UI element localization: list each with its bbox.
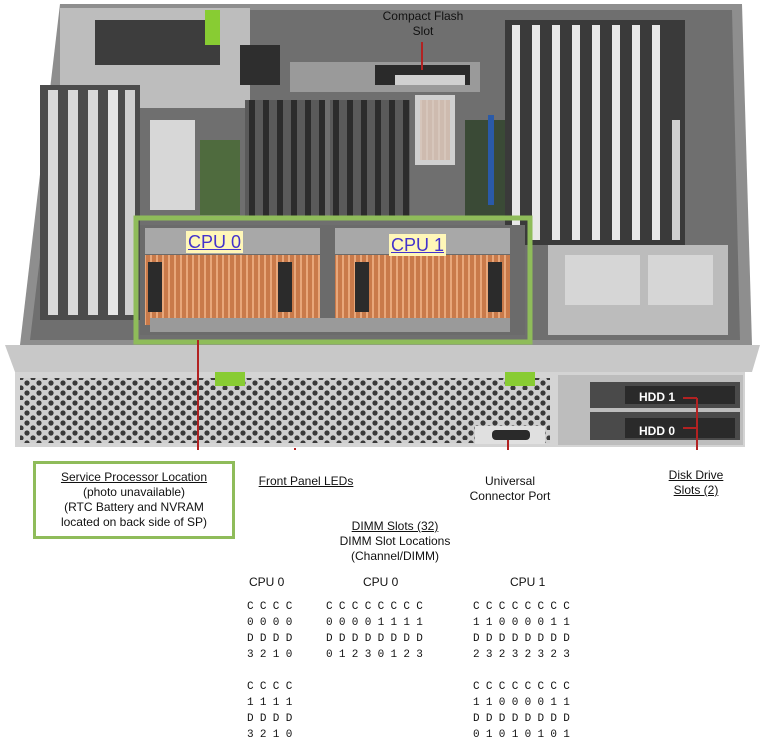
dimm-code-row: DDDD — [247, 633, 299, 645]
dimm-code-row: CCCCCCCC — [473, 681, 577, 693]
front-panel-leds-label: Front Panel LEDs — [258, 474, 354, 488]
left-dimm-bank — [40, 85, 140, 320]
cpu-highlight-box — [133, 215, 533, 345]
dimm-code-row: CCCC — [247, 681, 299, 693]
service-processor-title: Service Processor Location — [60, 470, 208, 484]
dimm-code-row: DDDDDDDD — [473, 713, 577, 725]
disk-drive-label: Disk Drive Slots (2) — [668, 468, 724, 497]
hdd1-tag: HDD 1 — [639, 390, 676, 404]
right-dimm-bank — [505, 20, 685, 245]
cpu0-tag: CPU 0 — [186, 231, 244, 253]
dimm-group-title: CPU 0 — [363, 575, 399, 589]
server-board-photo — [5, 4, 760, 450]
universal-connector-label: Universal Connector Port — [469, 474, 551, 503]
dimm-subtitle: DIMM Slot Locations — [339, 534, 451, 548]
dimm-code-row: 3210 — [247, 729, 299, 741]
dimm-group-title: CPU 1 — [510, 575, 546, 589]
dimm-title: DIMM Slots (32) — [351, 519, 439, 533]
dimm-code-row: 0000 — [247, 617, 299, 629]
dimm-code-row: 11000011 — [473, 697, 577, 709]
dimm-code-row: 01230123 — [326, 649, 430, 661]
dimm-code-row: 11000011 — [473, 617, 577, 629]
dimm-code-row: CCCC — [247, 601, 299, 613]
dimm-group-title: CPU 0 — [249, 575, 285, 589]
dimm-code-row: 23232323 — [473, 649, 577, 661]
hdd0-tag: HDD 0 — [639, 424, 676, 438]
dimm-code-row — [473, 663, 576, 679]
dimm-code-row: 00001111 — [326, 617, 430, 629]
dimm-code-row: 1111 — [247, 697, 299, 709]
dimm-section-header: DIMM Slots (32) DIMM Slot Locations (Cha… — [320, 519, 470, 564]
cpu1-tag: CPU 1 — [389, 234, 447, 256]
dimm-code-row: DDDD — [247, 713, 299, 725]
dimm-code-row: CCCCCCCC — [473, 601, 577, 613]
compact-flash-label: Compact Flash Slot — [382, 9, 464, 38]
dimm-code-row: 01010101 — [473, 729, 577, 741]
dimm-code-row: 3210 — [247, 649, 299, 661]
dimm-code-row: CCCCCCCC — [326, 601, 430, 613]
service-processor-box: Service Processor Location (photo unavai… — [33, 461, 235, 539]
dimm-code-row — [247, 663, 299, 679]
dimm-code-row: DDDDDDDD — [473, 633, 577, 645]
dimm-code-row: DDDDDDDD — [326, 633, 430, 645]
